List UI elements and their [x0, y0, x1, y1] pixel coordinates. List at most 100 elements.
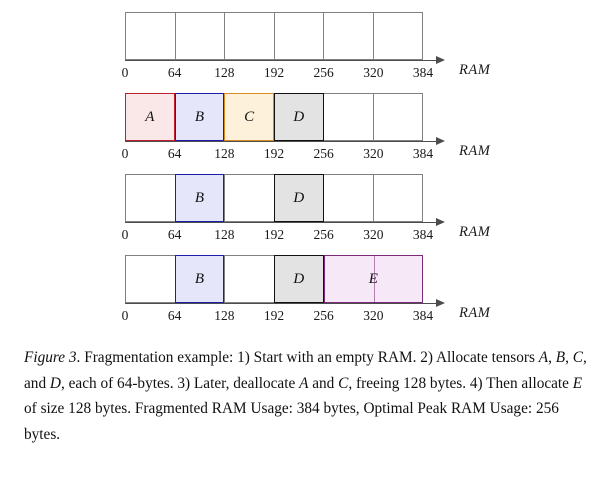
caption-italic-token: A [538, 349, 549, 366]
ram-block-b: B [174, 93, 225, 141]
ram-block-label: D [293, 108, 305, 125]
axis-tick-label: 320 [363, 308, 384, 323]
caption-italic-token: D [49, 374, 61, 392]
ram-grid-cell [225, 13, 275, 59]
ram-block-label: B [194, 270, 205, 287]
ram-grid-cell [126, 175, 176, 221]
axis-tick-label: 384 [412, 308, 434, 323]
ram-grid-cell [176, 175, 225, 221]
ram-grid-cell [126, 256, 176, 302]
ram-grid-cell [324, 175, 374, 221]
axis-tick-label: 384 [412, 65, 434, 80]
figure-caption: Figure 3. Fragmentation example: 1) Star… [24, 345, 592, 447]
ram-grid-cell [275, 13, 324, 59]
ram-axis [125, 217, 447, 232]
caption-text: , freeing 128 bytes. 4) Then allocate [348, 374, 573, 392]
caption-text: , [548, 349, 556, 366]
ram-grid-cell [225, 256, 275, 302]
ram-axis [125, 298, 447, 313]
axis-tick-label: 256 [313, 65, 334, 80]
ram-grid-cell [374, 94, 423, 140]
ram-grid-cell [225, 175, 275, 221]
ram-grid [125, 12, 423, 60]
axis-title-ram: RAM [459, 62, 491, 78]
axis-tick-label: 0 [121, 65, 129, 80]
axis-tick-label: 192 [263, 65, 285, 80]
axis-tick-label: 64 [167, 146, 182, 161]
axis-tick-label: 256 [313, 308, 334, 323]
ram-block-label: A [145, 108, 155, 125]
ram-block-label: B [194, 189, 205, 206]
ram-axis-ticks: 0 64 128 192 256 320 384 [121, 307, 434, 325]
axis-tick-label: 384 [412, 146, 434, 161]
caption-italic-token: C [572, 349, 583, 366]
caption-text: . Fragmentation example: 1) Start with a… [76, 349, 539, 366]
caption-text: and [308, 374, 339, 392]
ram-grid-cell [374, 13, 423, 59]
axis-tick-label: 128 [214, 146, 235, 161]
axis-tick-label: 0 [121, 308, 129, 323]
axis-tick-label: 0 [121, 227, 129, 242]
ram-block-b: B [174, 255, 225, 303]
axis-title-ram: RAM [459, 224, 491, 240]
axis-line [125, 141, 441, 142]
ram-block-label: E [368, 270, 378, 287]
ram-axis-ticks: 0 64 128 192 256 320 384 [121, 145, 434, 163]
axis-tick-label: 64 [167, 65, 182, 80]
axis-tick-label: 192 [263, 308, 285, 323]
caption-italic-token: C [338, 374, 349, 392]
axis-tick-label: 0 [121, 146, 129, 161]
ram-row-4: B D E 0 64 128 192 256 320 384 RAM [121, 255, 490, 325]
axis-tick-label: 320 [363, 146, 384, 161]
ram-block-label: D [293, 270, 305, 287]
ram-grid-cell [176, 13, 225, 59]
ram-bar [125, 12, 423, 60]
axis-tick-label: 128 [214, 308, 235, 323]
ram-block-c: C [224, 93, 274, 141]
ram-block-d: D [274, 255, 324, 303]
ram-block-label: D [293, 189, 305, 206]
axis-tick-label: 320 [363, 227, 384, 242]
caption-italic-token: A [299, 374, 309, 392]
caption-text: , [565, 349, 573, 366]
ram-grid-cell [374, 175, 423, 221]
ram-block-inner-divider [374, 256, 376, 302]
ram-block-d: D [274, 93, 324, 141]
ram-block-e: E [323, 255, 423, 303]
ram-grid-cell [324, 94, 374, 140]
caption-text: , each of 64-bytes. 3) Later, deallocate [60, 374, 300, 392]
axis-title-ram: RAM [459, 143, 491, 159]
caption-text: , and [24, 349, 587, 392]
axis-arrow-icon [436, 136, 445, 145]
axis-title-ram: RAM [459, 305, 491, 321]
axis-tick-label: 256 [313, 227, 334, 242]
axis-tick-label: 320 [363, 65, 384, 80]
ram-block-d: D [274, 174, 324, 222]
ram-grid-cell [324, 13, 374, 59]
axis-arrow-icon [436, 55, 445, 64]
axis-line [125, 303, 441, 304]
ram-axis [125, 55, 447, 70]
ram-grid-cell [126, 13, 176, 59]
axis-tick-label: 256 [313, 146, 334, 161]
ram-block-a: A [125, 93, 175, 141]
axis-arrow-icon [436, 217, 445, 226]
axis-tick-label: 192 [263, 146, 285, 161]
ram-row-2: A B C D 0 64 128 192 256 320 384 RAM [121, 93, 490, 163]
caption-italic-token: E [572, 374, 583, 392]
axis-tick-label: 64 [167, 308, 182, 323]
axis-tick-label: 384 [412, 227, 434, 242]
ram-block-label: B [194, 108, 205, 125]
ram-axis [125, 136, 447, 151]
axis-tick-label: 128 [214, 227, 235, 242]
caption-text: of size 128 bytes. Fragmented RAM Usage:… [24, 400, 559, 443]
axis-line [125, 60, 441, 61]
axis-tick-label: 192 [263, 227, 285, 242]
